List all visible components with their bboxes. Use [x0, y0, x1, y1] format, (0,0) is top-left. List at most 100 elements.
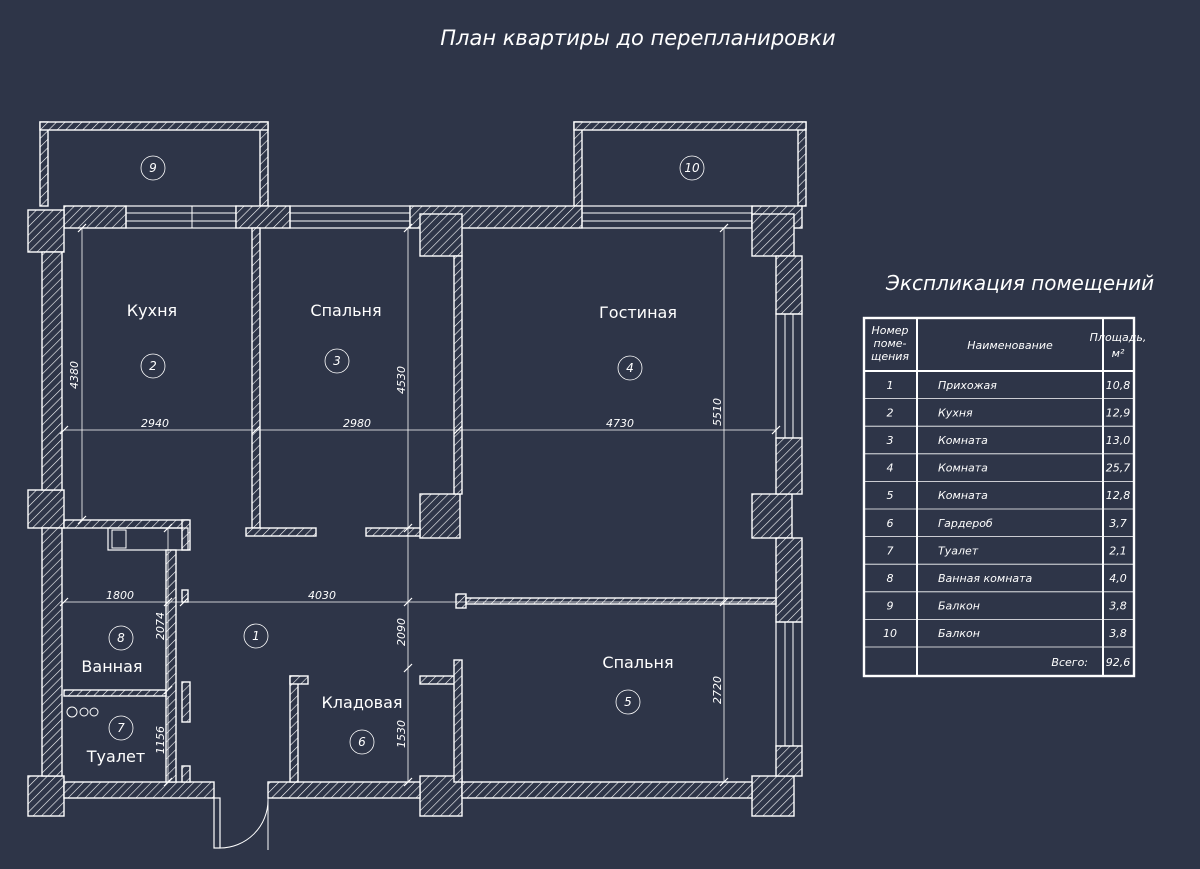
header-num-line3: щения	[871, 350, 909, 363]
explication-table: Номер поме- щения Наименование Площадь, …	[862, 316, 1147, 678]
table-cell-num: 9	[887, 600, 894, 613]
table-cell-name: Комната	[938, 434, 988, 447]
dim-4530: 4530	[395, 366, 408, 394]
explication-title: Экспликация помещений	[885, 271, 1154, 295]
room-number-8: 8	[108, 625, 134, 651]
room-number-7: 7	[108, 715, 134, 741]
table-row: 2 Кухня 12,9	[887, 406, 1131, 419]
table-cell-name: Туалет	[938, 544, 979, 557]
plan-title: План квартиры до перепланировки	[440, 26, 835, 50]
table-cell-num: 3	[887, 434, 894, 447]
table-cell-area: 12,9	[1106, 406, 1131, 419]
dim-2074: 2074	[154, 612, 167, 640]
table-row: 9 Балкон 3,8	[887, 600, 1127, 613]
table-cell-area: 12,8	[1106, 489, 1131, 502]
svg-text:2: 2	[149, 359, 157, 373]
total-value: 92,6	[1106, 656, 1131, 669]
header-num-line1: Номер	[871, 324, 908, 337]
header-name: Наименование	[967, 339, 1053, 352]
column-top-left	[27, 209, 65, 253]
svg-text:10: 10	[684, 161, 700, 175]
room-label-toilet: Туалет	[86, 747, 145, 766]
dim-2090: 2090	[395, 618, 408, 646]
room-label-kitchen: Кухня	[127, 301, 177, 320]
table-row: 1 Прихожая 10,8	[887, 379, 1131, 392]
table-cell-num: 5	[887, 489, 894, 502]
svg-text:6: 6	[358, 735, 366, 749]
table-cell-area: 4,0	[1109, 572, 1127, 585]
room-number-1: 1	[243, 623, 269, 649]
svg-text:1: 1	[252, 629, 260, 643]
dim-4380: 4380	[68, 361, 81, 389]
column-bottom-right	[751, 775, 795, 817]
svg-text:4: 4	[626, 361, 634, 375]
header-area-line1: Площадь,	[1090, 331, 1147, 344]
table-cell-num: 8	[887, 572, 894, 585]
table-cell-name: Ванная комната	[938, 572, 1033, 585]
table-row: 7 Туалет 2,1	[887, 544, 1127, 557]
room-number-5: 5	[615, 689, 641, 715]
table-cell-name: Балкон	[938, 627, 980, 640]
svg-text:7: 7	[117, 721, 125, 735]
toilet-fixtures	[66, 706, 99, 718]
table-cell-area: 13,0	[1106, 434, 1131, 447]
table-cell-name: Кухня	[938, 406, 973, 419]
entrance-door	[213, 797, 269, 850]
left-wall	[41, 251, 63, 777]
table-cell-name: Гардероб	[938, 517, 993, 530]
balcony-right	[573, 121, 807, 207]
svg-text:8: 8	[117, 631, 125, 645]
header-area-line2: м²	[1112, 347, 1125, 360]
table-cell-name: Комната	[938, 489, 988, 502]
dim-2720: 2720	[711, 676, 724, 704]
room-number-3: 3	[324, 348, 350, 374]
column-left-middle	[27, 489, 65, 529]
table-row: 8 Ванная комната 4,0	[887, 572, 1127, 585]
dim-1530: 1530	[395, 720, 408, 748]
column-bottom-left	[27, 775, 65, 817]
table-row: 10 Балкон 3,8	[883, 627, 1127, 640]
svg-text:5: 5	[624, 695, 632, 709]
table-row: 3 Комната 13,0	[887, 434, 1131, 447]
dim-1800: 1800	[106, 589, 134, 602]
right-wall	[775, 255, 803, 777]
table-cell-name: Балкон	[938, 600, 980, 613]
table-cell-area: 3,8	[1109, 627, 1127, 640]
svg-text:9: 9	[149, 161, 157, 175]
table-cell-num: 1	[887, 379, 894, 392]
table-cell-name: Прихожая	[938, 379, 997, 392]
room-label-storage: Кладовая	[321, 693, 402, 712]
room-label-bathroom: Ванная	[81, 657, 142, 676]
table-cell-num: 6	[887, 517, 894, 530]
table-cell-area: 10,8	[1106, 379, 1131, 392]
room-label-bedroom-5: Спальня	[602, 653, 673, 672]
table-cell-num: 2	[887, 406, 894, 419]
room-number-10: 10	[679, 155, 705, 181]
table-cell-area: 2,1	[1109, 544, 1127, 557]
table-cell-area: 3,7	[1109, 517, 1127, 530]
dim-2980: 2980	[343, 417, 371, 430]
room-number-4: 4	[617, 355, 643, 381]
table-row: 6 Гардероб 3,7	[887, 517, 1127, 530]
table-cell-num: 7	[887, 544, 894, 557]
dim-2940: 2940	[141, 417, 169, 430]
interior-walls	[63, 227, 777, 783]
svg-text:3: 3	[333, 354, 341, 368]
table-cell-area: 25,7	[1106, 462, 1131, 475]
table-cell-num: 10	[883, 627, 897, 640]
table-cell-name: Комната	[938, 462, 988, 475]
room-label-bedroom-3: Спальня	[310, 301, 381, 320]
dim-4730: 4730	[606, 417, 634, 430]
header-num-line2: поме-	[874, 337, 907, 350]
room-number-2: 2	[140, 353, 166, 379]
room-number-6: 6	[349, 729, 375, 755]
bottom-wall	[63, 781, 753, 799]
column-top-right	[751, 213, 795, 257]
dim-4030: 4030	[308, 589, 336, 602]
table-cell-area: 3,8	[1109, 600, 1127, 613]
table-row: 5 Комната 12,8	[887, 489, 1131, 502]
